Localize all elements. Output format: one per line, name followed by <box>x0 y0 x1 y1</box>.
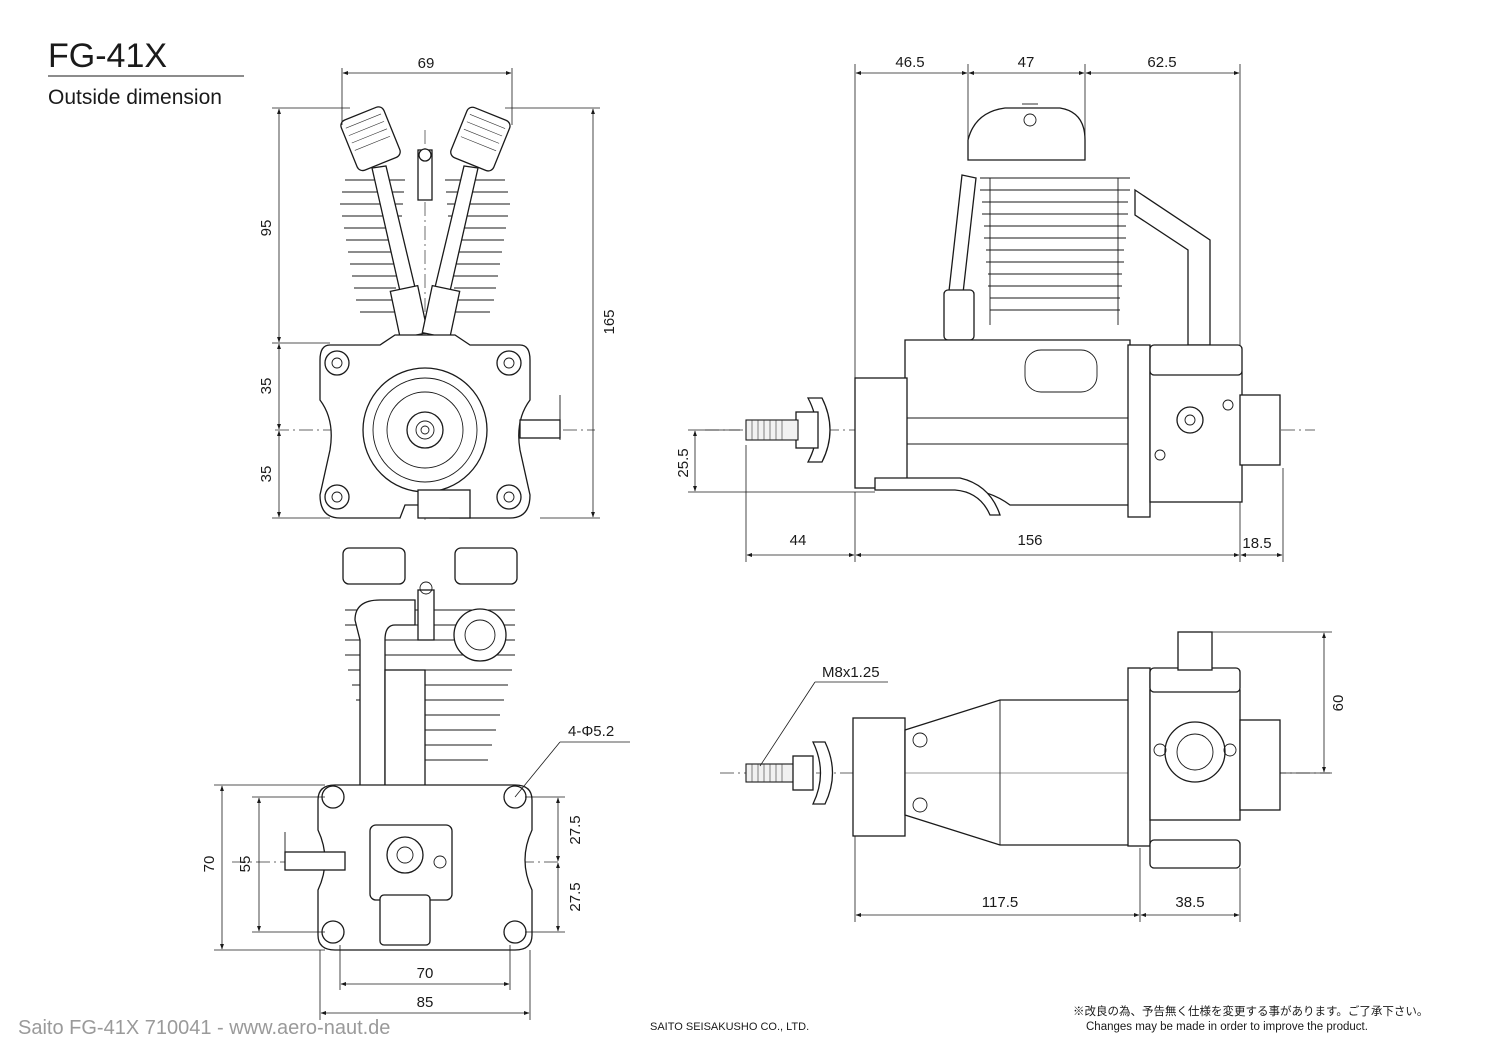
side-carb-cap <box>1239 394 1281 466</box>
side-top-left-dim: 46.5 <box>895 54 924 71</box>
top-right-dim: 38.5 <box>1175 894 1204 911</box>
front-width-dim: 69 <box>418 55 435 72</box>
rear-height-outer-dim: 70 <box>201 856 218 873</box>
top-prop-nut <box>792 755 814 791</box>
top-crankcase <box>904 699 1131 846</box>
maker-name: SAITO SEISAKUSHO CO., LTD. <box>650 1021 809 1033</box>
side-dimensions: 46.5 47 62.5 25.5 44 156 18.5 <box>675 54 1284 562</box>
source-caption: Saito FG-41X 710041 - www.aero-naut.de <box>18 1017 390 1039</box>
side-top-mid-dim: 47 <box>1018 54 1035 71</box>
side-top-right-dim: 62.5 <box>1147 54 1176 71</box>
rear-hole-top-left <box>321 785 345 809</box>
side-thrust-height-dim: 25.5 <box>675 448 692 477</box>
side-plug-lead <box>947 174 977 303</box>
rear-width-outer-dim: 85 <box>417 994 434 1011</box>
top-carb-cap <box>1239 719 1281 811</box>
front-exhaust-stub <box>417 489 471 519</box>
top-dimensions: 60 117.5 38.5 <box>854 631 1347 922</box>
front-mid-height-dim: 35 <box>258 378 275 395</box>
top-thread-note: M8x1.25 <box>822 664 880 681</box>
right-plug-lead <box>431 165 479 301</box>
left-plug-lead <box>371 165 419 301</box>
front-view: 69 95 35 35 165 <box>258 55 618 520</box>
top-intake-stub <box>1177 631 1213 671</box>
footer: Saito FG-41X 710041 - www.aero-naut.de S… <box>18 1004 1428 1039</box>
left-plug-cap <box>340 106 401 172</box>
model-title: FG-41X <box>48 37 167 75</box>
side-valve-cover <box>967 107 1086 161</box>
front-total-height-dim: 165 <box>601 309 618 334</box>
right-plug-boot <box>421 284 461 340</box>
rear-dimensions: 70 55 27.5 27.5 70 85 <box>201 784 584 1020</box>
rear-muffler-stub <box>379 894 431 946</box>
rear-exhaust-port <box>453 608 507 662</box>
right-plug-cap <box>450 106 511 172</box>
mount-hole-bottom-right <box>496 484 522 510</box>
rear-left-plug-cap <box>342 547 406 585</box>
rear-right-plug-cap <box>454 547 518 585</box>
front-dimensions: 69 95 35 35 165 <box>258 55 618 519</box>
notice-english: Changes may be made in order to improve … <box>1086 1021 1368 1033</box>
top-carb-venturi <box>1164 721 1226 783</box>
side-view: 46.5 47 62.5 25.5 44 156 18.5 <box>675 54 1315 562</box>
side-exhaust-tail <box>874 477 1001 516</box>
side-cylinder-fins <box>980 177 1130 325</box>
rear-width-inner-dim: 70 <box>417 965 434 982</box>
left-plug-boot <box>389 284 429 340</box>
side-throttle-arm <box>1176 406 1204 434</box>
title-block: FG-41X Outside dimension <box>48 37 244 109</box>
side-crankcase-window <box>1024 349 1098 393</box>
front-low-height-dim: 35 <box>258 466 275 483</box>
side-carburetor-body <box>1149 371 1243 503</box>
top-left-dim: 117.5 <box>982 894 1018 911</box>
side-plug-boot <box>943 289 975 341</box>
rear-hole-bottom-left <box>321 920 345 944</box>
rear-upper-half-dim: 27.5 <box>567 815 584 844</box>
rear-view: 4-Φ5.2 70 55 27.5 27.5 70 85 <box>201 547 630 1020</box>
top-rear-plate <box>1127 667 1151 847</box>
mount-hole-bottom-left <box>324 484 350 510</box>
top-view: M8x1.25 60 117.5 38.5 <box>720 631 1347 922</box>
front-choke-rod <box>519 419 561 439</box>
side-threaded-shaft <box>745 419 799 441</box>
side-intake-pipe <box>1134 188 1211 346</box>
side-bottom-right-dim: 18.5 <box>1242 535 1271 552</box>
rear-choke-rod <box>284 851 346 871</box>
rear-height-inner-dim: 55 <box>237 856 254 873</box>
top-height-dim: 60 <box>1330 695 1347 712</box>
rear-lower-half-dim: 27.5 <box>567 882 584 911</box>
top-front-housing <box>852 717 906 837</box>
notice-japanese: ※改良の為、予告無く仕様を変更する事があります。ご了承下さい。 <box>1073 1004 1428 1018</box>
front-prop-nut <box>406 411 444 449</box>
front-upper-height-dim: 95 <box>258 220 275 237</box>
side-prop-nut <box>795 411 819 449</box>
side-bottom-left-dim: 44 <box>790 532 807 549</box>
mount-hole-top-left <box>324 350 350 376</box>
rear-hole-note: 4-Φ5.2 <box>568 723 614 740</box>
mount-hole-top-right <box>496 350 522 376</box>
drawing-subtitle: Outside dimension <box>48 86 222 109</box>
thread-note-leader <box>759 681 816 767</box>
hole-note-leader <box>514 741 561 798</box>
side-bottom-mid-dim: 156 <box>1017 532 1042 549</box>
side-rear-plate <box>1127 344 1151 518</box>
rear-hole-bottom-right <box>503 920 527 944</box>
side-front-housing <box>854 377 908 489</box>
top-drive-washer <box>811 741 834 805</box>
